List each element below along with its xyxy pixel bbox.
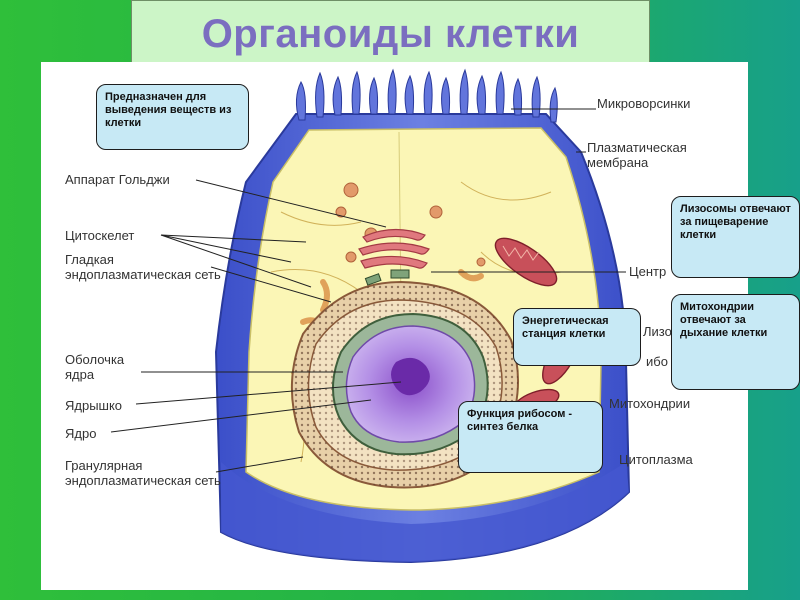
membrane-front-face	[221, 462, 629, 562]
label-centriole: Центр	[629, 264, 667, 279]
centriole-shape	[364, 269, 410, 286]
label-microvilli: Микроворсинки	[597, 96, 691, 111]
title-box: Органоиды клетки	[131, 0, 650, 68]
page-title: Органоиды клетки	[201, 11, 580, 56]
label-lysosomes-partial: Лизо	[643, 324, 672, 339]
microvilli-shapes	[295, 68, 558, 123]
label-ribosomes-partial: ибо	[646, 354, 668, 369]
nucleolus-shape	[391, 357, 430, 396]
callout-mitochondria-function: Митохондрии отвечают за дыхание клетки	[671, 294, 800, 390]
label-nucleus: Ядро	[65, 426, 97, 441]
golgi-apparatus-shape	[358, 228, 430, 269]
label-cytoskeleton: Цитоскелет	[65, 228, 135, 243]
callout-golgi-function: Предназначен для выведения веществ из кл…	[96, 84, 249, 150]
label-plasma-membrane: Плазматическая мембрана	[587, 140, 687, 170]
callout-ribosome-function: Функция рибосом - синтез белка	[458, 401, 603, 473]
label-smooth-er: Гладкая эндоплазматическая сеть	[65, 252, 221, 282]
label-rough-er: Гранулярная эндоплазматическая сеть	[65, 458, 221, 488]
label-cytoplasma: Цитоплазма	[619, 452, 693, 467]
label-nuclear-envelope: Оболочка ядра	[65, 352, 125, 382]
callout-lysosomes-function: Лизосомы отвечают за пищеварение клетки	[671, 196, 800, 278]
label-golgi: Аппарат Гольджи	[65, 172, 170, 187]
label-nucleolus: Ядрышко	[65, 398, 123, 413]
callout-energy-station: Энергетическая станция клетки	[513, 308, 641, 366]
label-mitochondria: Митохондрии	[609, 396, 691, 411]
